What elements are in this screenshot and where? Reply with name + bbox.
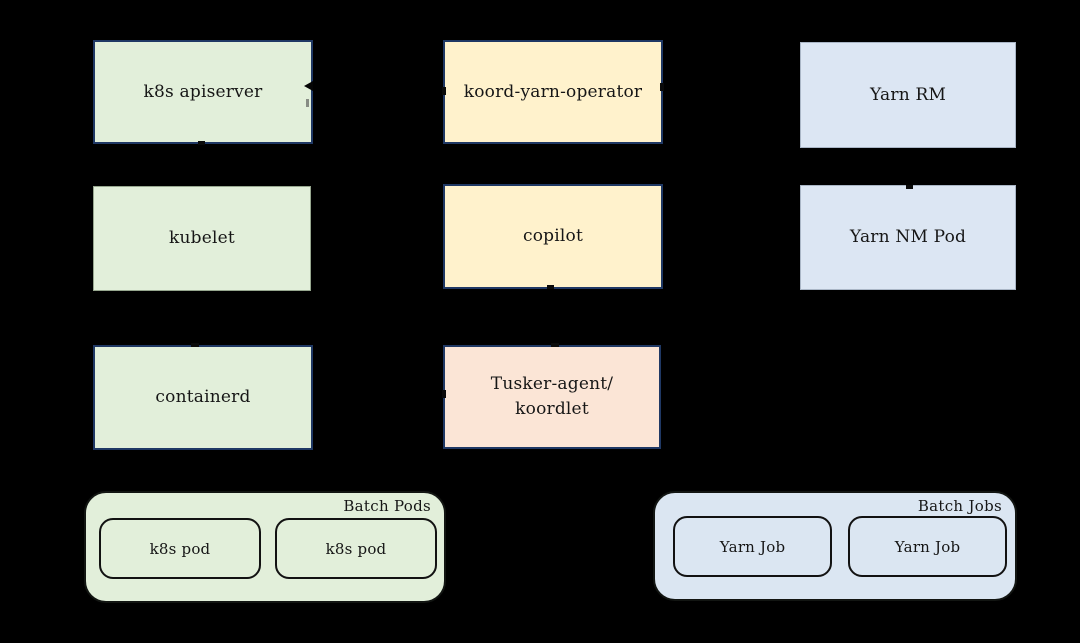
connector-remnant	[660, 83, 664, 91]
node-copilot: copilot	[443, 184, 663, 289]
connector-remnant	[442, 390, 446, 398]
node-koord-yarn-operator: koord-yarn-operator	[443, 40, 663, 144]
connector-remnant	[551, 343, 559, 347]
group-batch-jobs-items: Yarn Job Yarn Job	[673, 516, 1007, 577]
connector-remnant	[547, 285, 554, 289]
group-batch-jobs-label: Batch Jobs	[917, 497, 1002, 515]
group-batch-pods-label: Batch Pods	[343, 497, 431, 515]
connector-remnant	[442, 87, 446, 95]
chip-k8s-pod-1: k8s pod	[99, 518, 261, 579]
chip-yarn-job-2: Yarn Job	[848, 516, 1007, 577]
connector-remnant	[906, 185, 913, 189]
node-yarn-rm: Yarn RM	[800, 42, 1016, 148]
connector-remnant	[198, 141, 205, 145]
node-kubelet: kubelet	[93, 186, 311, 291]
group-batch-jobs: Batch Jobs Yarn Job Yarn Job	[653, 491, 1017, 601]
node-tusker-agent-koordlet: Tusker-agent/ koordlet	[443, 345, 661, 449]
connector-remnant	[191, 343, 199, 347]
node-containerd: containerd	[93, 345, 313, 450]
group-batch-pods: Batch Pods k8s pod k8s pod	[84, 491, 446, 603]
node-k8s-apiserver: k8s apiserver	[93, 40, 313, 144]
connector-remnant	[306, 99, 309, 107]
arrowhead-remnant-icon	[304, 81, 313, 91]
chip-yarn-job-1: Yarn Job	[673, 516, 832, 577]
chip-k8s-pod-2: k8s pod	[275, 518, 437, 579]
node-yarn-nm-pod: Yarn NM Pod	[800, 185, 1016, 290]
group-batch-pods-items: k8s pod k8s pod	[99, 518, 437, 579]
